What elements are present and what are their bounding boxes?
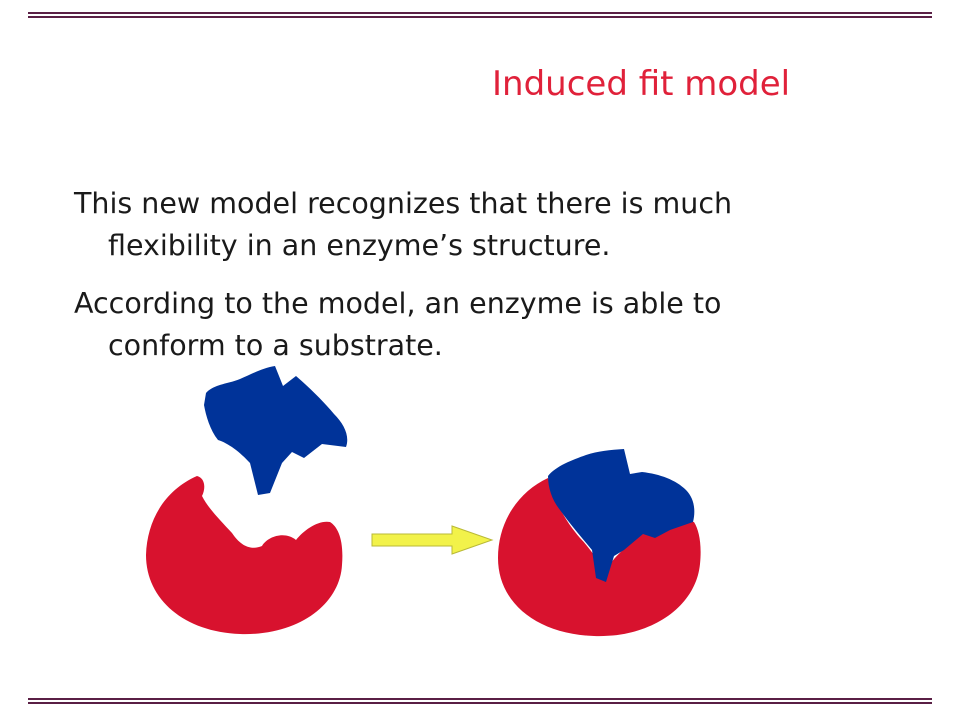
- substrate-after-shape: [548, 449, 695, 582]
- top-divider: [28, 12, 932, 18]
- bullet-item-2: According to the model, an enzyme is abl…: [74, 287, 722, 362]
- enzyme-before-shape: [146, 476, 343, 635]
- enzyme-after-shape: [498, 478, 701, 637]
- bottom-divider: [28, 698, 932, 704]
- slide-title: Induced fit model: [492, 64, 791, 104]
- bullet-item-1: This new model recognizes that there is …: [74, 187, 733, 262]
- right-arrow-icon: [371, 525, 494, 555]
- bullet-list: This new model recognizes that there is …: [74, 183, 794, 383]
- substrate-before-shape: [204, 366, 348, 495]
